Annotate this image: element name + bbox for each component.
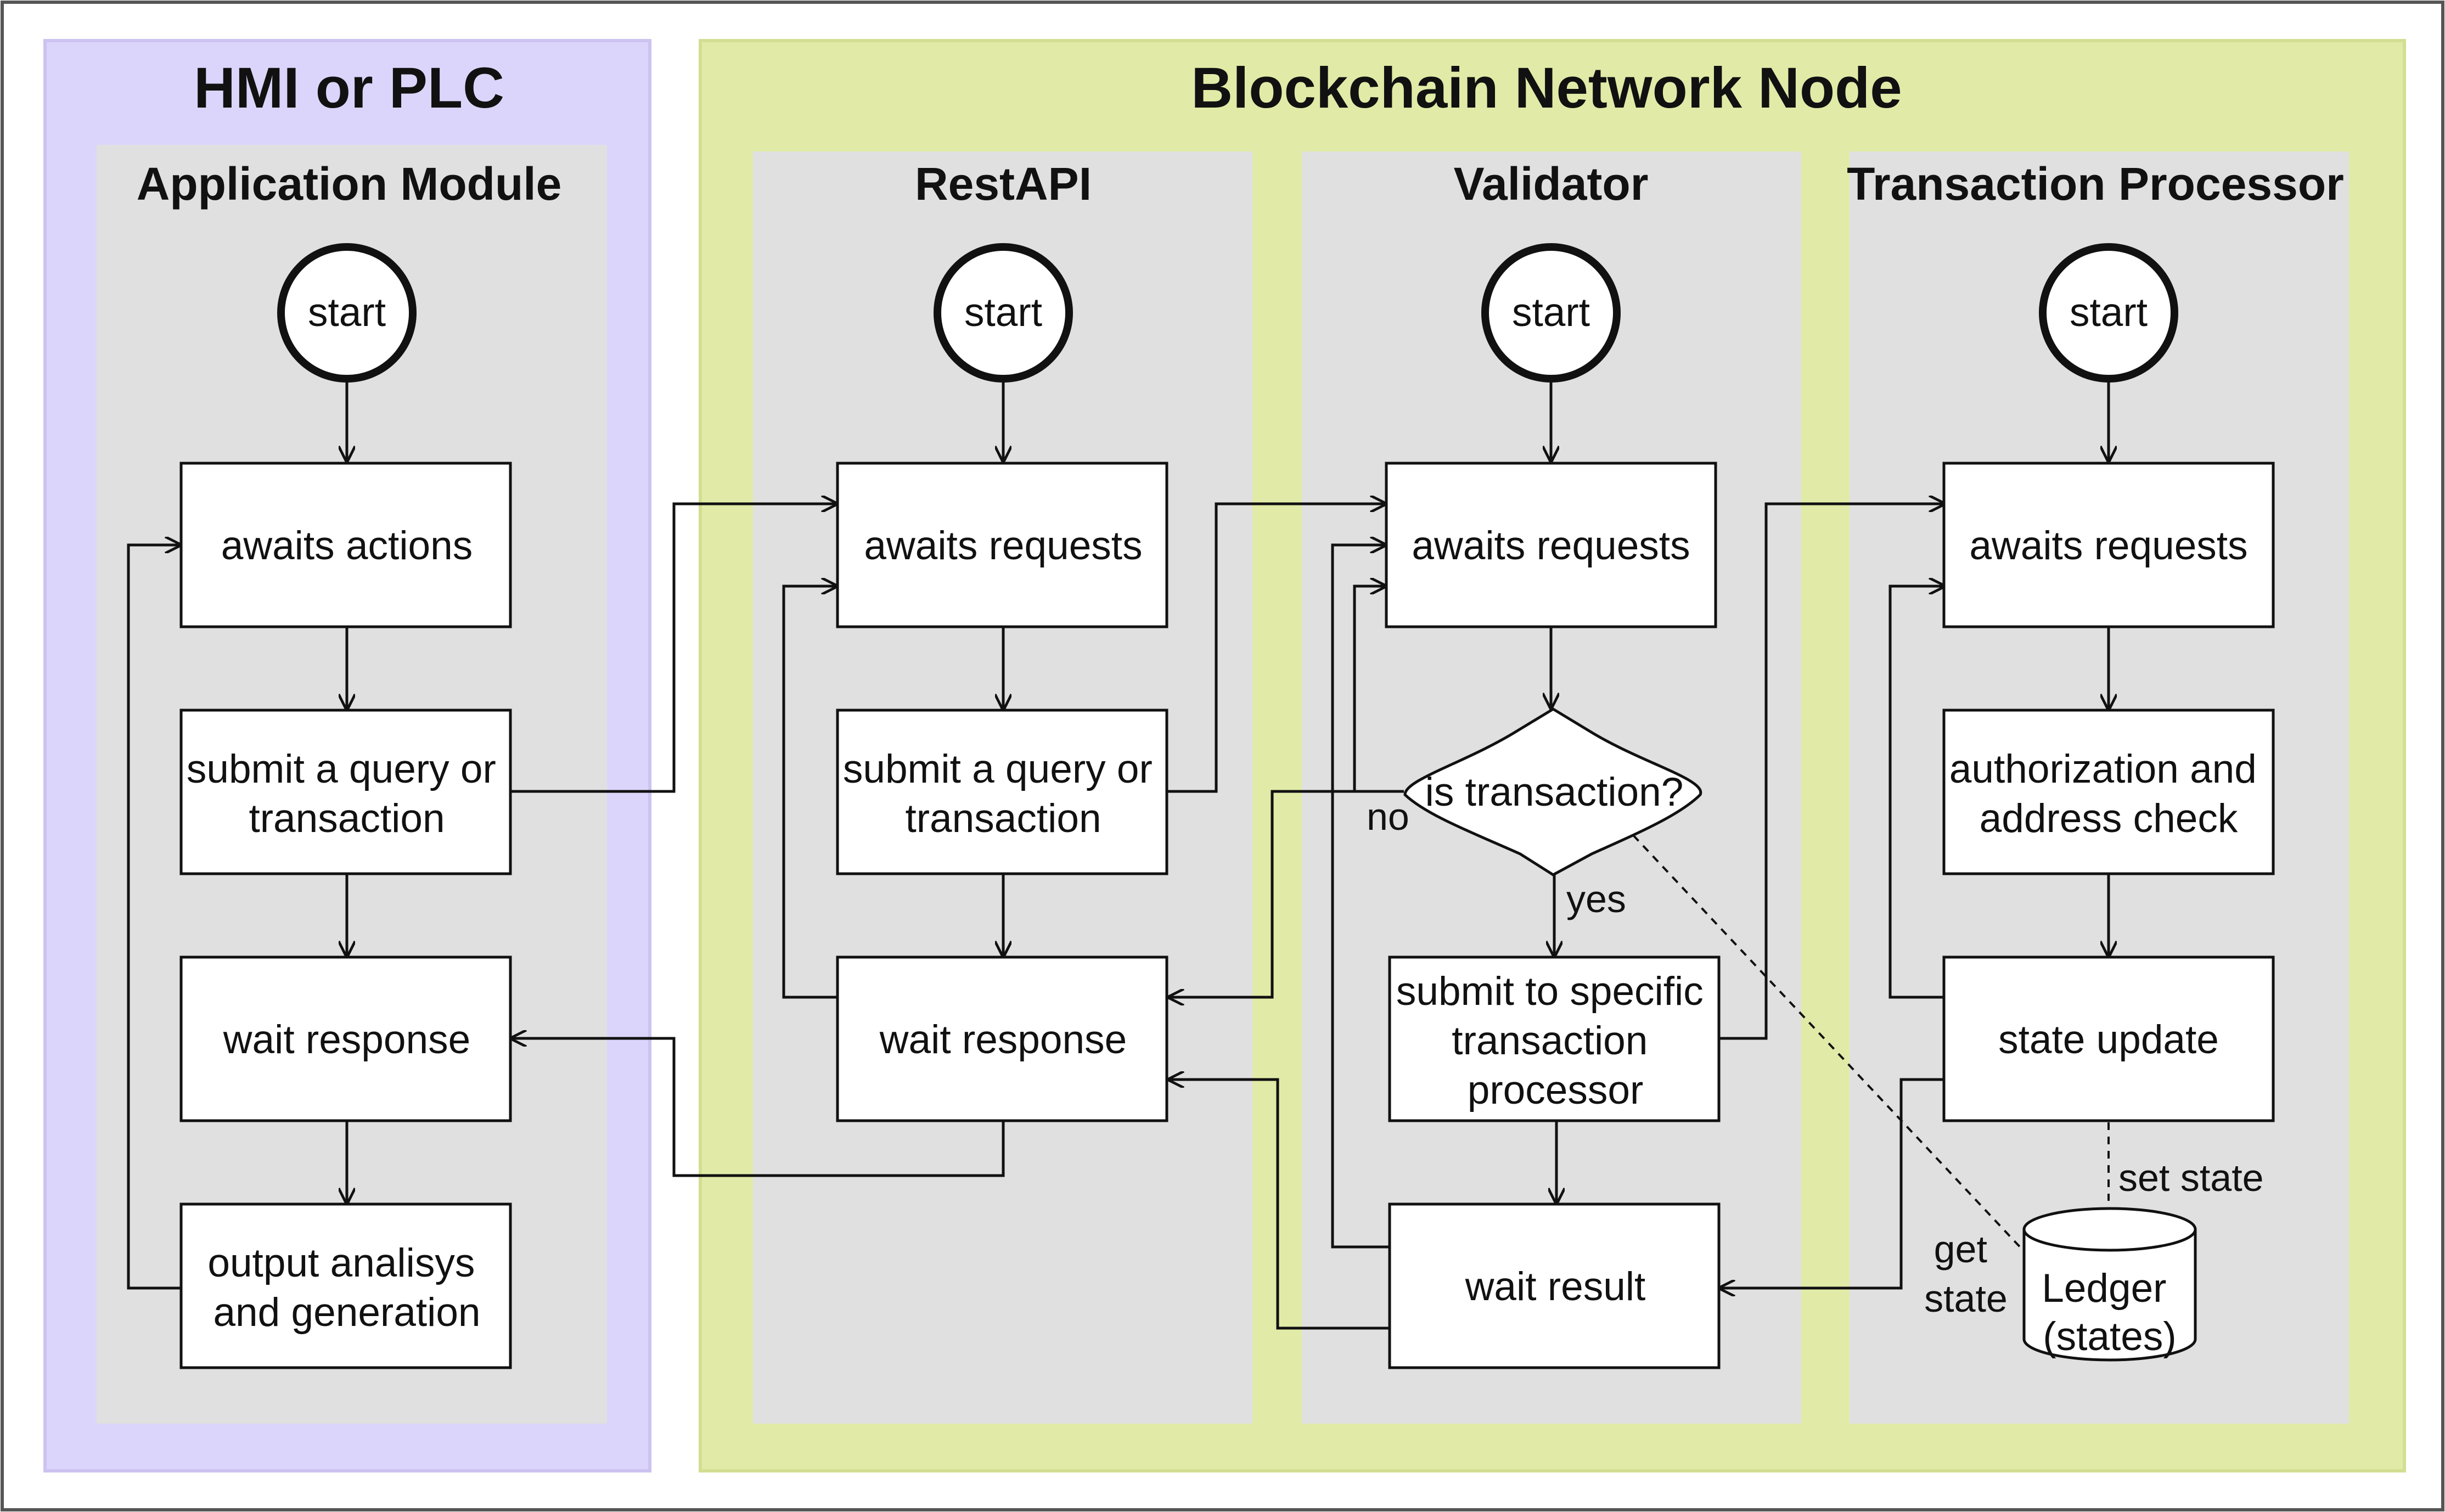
tp-update-box: state update <box>1942 955 2275 1122</box>
edge-get-state <box>1632 834 2025 1252</box>
validator-awaits-label: awaits requests <box>1412 524 1690 568</box>
rest-wait-box: wait response <box>836 955 1168 1122</box>
validator-decision: is transaction? <box>1403 707 1702 876</box>
app-wait-box: wait response <box>179 955 512 1122</box>
rest-start-label: start <box>964 290 1042 335</box>
app-start-label: start <box>308 290 386 335</box>
edge-val-waitresult-rest-wait <box>1169 1080 1390 1330</box>
set-state-label: set state <box>2118 1156 2264 1199</box>
app-awaits-label: awaits actions <box>221 524 473 568</box>
app-output-box: output analisys and generation <box>179 1202 512 1369</box>
edges <box>127 379 2109 1330</box>
edge-rest-wait-app-wait <box>512 1038 1005 1177</box>
tp-awaits-label: awaits requests <box>1969 524 2247 568</box>
validator-wait-result-label: wait result <box>1465 1264 1646 1309</box>
edge-app-submit-rest-awaits <box>510 504 836 793</box>
rest-awaits-box: awaits requests <box>836 462 1168 628</box>
edge-tp-update-loop <box>1888 586 1944 999</box>
validator-submit-box: submit to specific transaction processor <box>1388 955 1721 1122</box>
edge-val-waitresult-awaits <box>1331 545 1390 1249</box>
app-submit-label: submit a query or transaction <box>187 747 507 841</box>
edge-rest-submit-validator-awaits <box>1167 504 1385 793</box>
edge-val-no-rest-wait <box>1169 790 1404 997</box>
validator-start-label: start <box>1512 290 1590 335</box>
lane-title-restapi: RestAPI <box>915 158 1092 210</box>
validator-start-node: start <box>1481 243 1621 383</box>
rest-wait-label: wait response <box>879 1018 1127 1062</box>
ledger-database-icon: Ledger (states) <box>2022 1207 2197 1362</box>
edge-tp-update-waitresult <box>1720 1078 1944 1288</box>
app-awaits-box: awaits actions <box>179 462 512 628</box>
edge-val-no-loop <box>1353 586 1404 793</box>
validator-submit-label: submit to specific transaction processor <box>1396 969 1715 1112</box>
rest-submit-label: submit a query or transaction <box>843 747 1164 841</box>
decision-yes-label: yes <box>1566 878 1626 920</box>
decision-no-label: no <box>1367 795 1409 838</box>
rest-submit-box: submit a query or transaction <box>836 709 1168 875</box>
tp-update-label: state update <box>1998 1018 2219 1062</box>
app-wait-label: wait response <box>223 1018 470 1062</box>
tp-awaits-box: awaits requests <box>1942 462 2275 628</box>
validator-awaits-box: awaits requests <box>1385 462 1717 628</box>
lane-title-transaction-processor: Transaction Processor <box>1847 158 2344 210</box>
lane-title-validator: Validator <box>1454 158 1649 210</box>
tp-start-label: start <box>2070 290 2148 335</box>
hmi-group-title: HMI or PLC <box>194 56 504 120</box>
node-group-title: Blockchain Network Node <box>1191 56 1902 120</box>
app-start-node: start <box>277 243 417 383</box>
lane-title-application-module: Application Module <box>137 158 562 210</box>
app-submit-box: submit a query or transaction <box>179 709 512 875</box>
validator-wait-result-box: wait result <box>1388 1202 1721 1369</box>
edge-val-submit-tp-awaits <box>1719 504 1944 1040</box>
rest-start-node: start <box>934 243 1073 383</box>
tp-auth-box: authorization and address check <box>1942 709 2275 875</box>
edge-app-output-loop <box>127 545 180 1290</box>
rest-awaits-label: awaits requests <box>864 524 1142 568</box>
app-output-label: output analisys and generation <box>207 1241 486 1335</box>
edge-rest-wait-loop <box>782 586 836 999</box>
validator-decision-label: is transaction? <box>1425 770 1684 814</box>
tp-start-node: start <box>2039 243 2178 383</box>
tp-auth-label: authorization and address check <box>1949 747 2268 841</box>
get-state-label: get state <box>1924 1228 2008 1320</box>
ledger-label: Ledger (states) <box>2042 1266 2178 1359</box>
